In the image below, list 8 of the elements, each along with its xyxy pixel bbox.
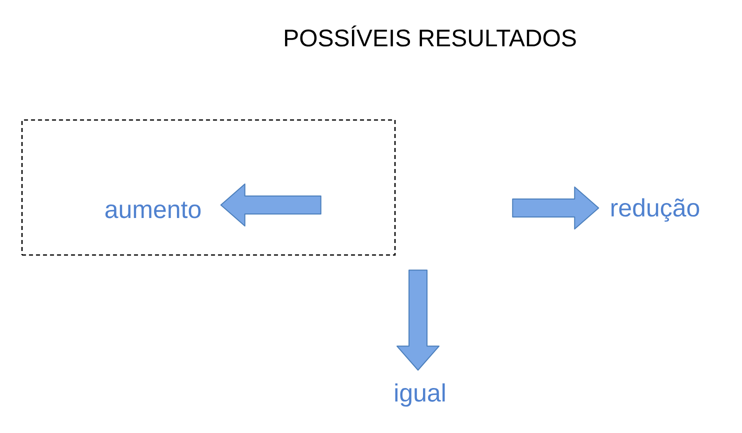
block-arrow: [512, 186, 600, 230]
block-arrow: [220, 184, 322, 226]
block-arrow: [396, 270, 440, 371]
label-text: igual: [395, 383, 445, 407]
title: POSSÍVEIS RESULTADOS: [285, 25, 576, 47]
label-text: redução: [612, 198, 700, 222]
label-text: aumento: [105, 202, 201, 218]
dashed-box: [21, 119, 396, 256]
